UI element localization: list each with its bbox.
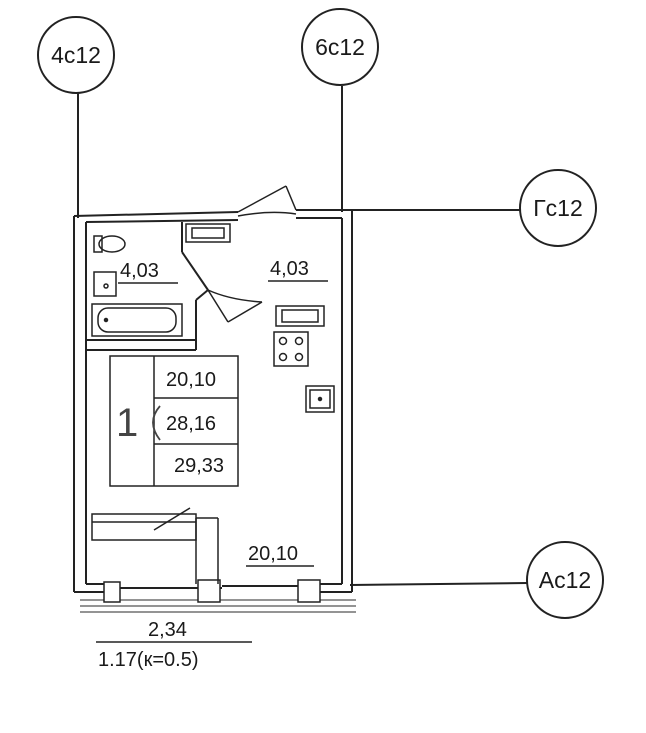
rooms-count-label: 1 [116,401,138,445]
window-blocks [103,579,321,603]
balcony-door [153,507,219,584]
vent-shaft-kitchen [275,305,325,327]
bathtub-fixture [91,303,183,337]
axis-marker-6c12: 6с12 [301,8,379,212]
wardrobe-furniture [91,513,197,541]
living-area-label: 20,10 [166,369,216,391]
axis-marker-gc12: Гс12 [342,169,597,247]
bed-furniture [109,355,239,487]
axis-label-4c12: 4с12 [51,42,101,68]
balcony-reduced-area-label: 1.17(к=0.5) [98,649,198,671]
bathroom-door [207,289,263,323]
rooms-count-bracket [152,405,161,441]
toilet-fixture [93,235,126,253]
total-area-label: 28,16 [166,413,216,435]
axis-marker-4c12: 4с12 [37,16,115,218]
kitchen-sink [305,385,335,413]
axis-label-gc12: Гс12 [533,195,583,221]
balcony-area-label: 2,34 [148,619,187,641]
main-room-area-label: 20,10 [248,543,298,565]
axis-label-6c12: 6с12 [315,34,365,60]
hallway-area-label: 4,03 [270,258,309,280]
area-summary-dividers [154,397,238,445]
bathroom-partition [86,222,209,351]
entry-door [237,185,297,217]
bathroom-area-label: 4,03 [120,260,159,282]
stove-fixture [273,331,309,367]
total-area-balcony-label: 29,33 [174,455,224,477]
axis-label-ac12: Ас12 [539,567,591,593]
vent-shaft-top [185,223,231,243]
axis-marker-ac12: Ас12 [349,541,604,619]
bathroom-sink [93,271,117,297]
